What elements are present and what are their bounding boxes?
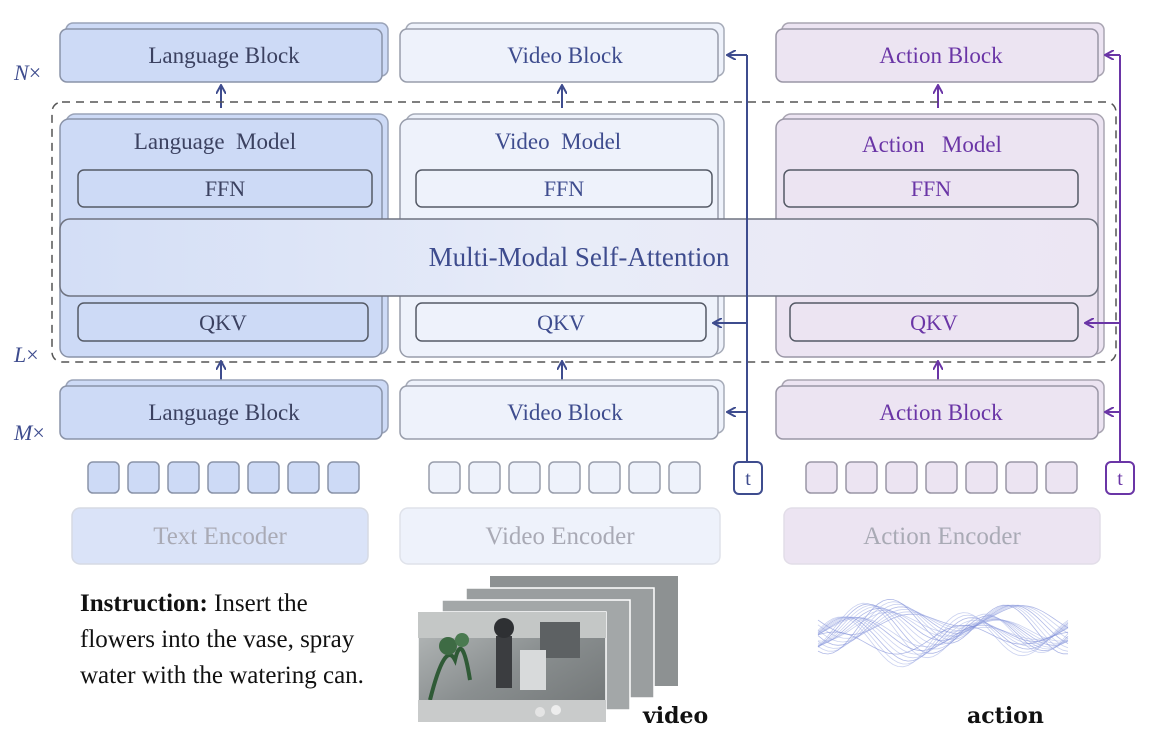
instruction-text: Instruction: Insert the flowers into the… [80,586,380,694]
top-video-block-label: Video Block [507,43,623,68]
video-tokens [428,461,701,494]
action-wave-line [817,607,1069,646]
video-token [668,461,701,494]
action-wave-line [817,616,1069,659]
instruction-body: Insert the flowers into the vase, spray … [80,590,364,689]
action-wave-line [817,616,1069,662]
language-tokens [87,461,360,494]
language-token [167,461,200,494]
language-qkv-label: QKV [199,310,247,335]
video-token [468,461,501,494]
bottom-video-block: Video Block [399,379,725,440]
video-qkv-box [415,302,707,342]
video-timestep-label: t [745,468,751,490]
action-wave-line [817,616,1069,651]
video-model-title: Video Model [495,129,621,154]
video-token [508,461,541,494]
action-token [1045,461,1078,494]
action-wave-line [817,603,1069,654]
video-ffn-label: FFN [544,176,584,201]
action-token [925,461,958,494]
action-token [805,461,838,494]
language-token [287,461,320,494]
language-token [87,461,120,494]
language-token [327,461,360,494]
top-action-block: Action Block [775,22,1105,83]
layer-repeat-boundary [51,101,1117,363]
text-encoder-label: Text Encoder [153,523,287,550]
language-model-title: Language Model [134,129,296,154]
bottom-language-block-label: Language Block [148,400,300,425]
action-token [845,461,878,494]
video-token [428,461,461,494]
language-ffn-label: FFN [205,176,245,201]
action-wave-line [817,604,1069,650]
attention-label: Multi-Modal Self-Attention [429,242,730,272]
video-qkv-label: QKV [537,310,585,335]
video-encoder: Video Encoder [399,507,721,565]
action-wave-line [817,601,1069,652]
action-encoder: Action Encoder [783,507,1101,565]
language-ffn-box [77,169,373,208]
action-waves-icon [817,598,1069,668]
video-timestep-path: t [714,55,763,495]
top-video-block: Video Block [399,22,725,83]
action-tokens [805,461,1078,494]
action-token [1005,461,1038,494]
language-qkv-box [77,302,369,342]
action-timestep-path: t [1086,55,1135,495]
action-wave-line [817,624,1069,655]
video-caption: video [642,703,708,729]
multi-modal-self-attention: Multi-Modal Self-Attention [59,218,1099,297]
video-token [588,461,621,494]
video-ffn-box [415,169,713,208]
l-multiplier: L× [13,342,39,367]
top-language-block-label: Language Block [148,43,300,68]
action-wave-line [817,603,1069,649]
text-encoder: Text Encoder [71,507,369,565]
language-token [127,461,160,494]
bottom-language-block: Language Block [59,379,389,440]
action-token [965,461,998,494]
video-encoder-label: Video Encoder [485,523,635,550]
action-ffn-label: FFN [911,176,951,201]
action-caption: action [967,703,1044,729]
top-action-block-label: Action Block [879,43,1003,68]
action-token [885,461,918,494]
action-wave-line [817,616,1069,655]
bottom-action-block-label: Action Block [879,400,1003,425]
video-frames-icon [417,576,678,723]
action-timestep-label: t [1117,468,1123,490]
video-token [548,461,581,494]
action-timestep-box [1105,461,1135,495]
action-qkv-box [789,302,1079,342]
action-ffn-box [783,169,1079,208]
m-multiplier: M× [13,420,45,445]
bottom-action-block: Action Block [775,379,1105,440]
action-wave-line [817,612,1069,668]
n-multiplier: N× [13,60,41,85]
action-model-title: Action Model [862,132,1002,157]
language-token [207,461,240,494]
top-language-block: Language Block [59,22,389,83]
action-wave-line [817,606,1069,648]
instruction-label: Instruction: [80,590,208,617]
bottom-video-block-label: Video Block [507,400,623,425]
language-token [247,461,280,494]
video-token [628,461,661,494]
action-wave-line [817,604,1069,646]
action-qkv-label: QKV [910,310,958,335]
video-timestep-box [733,461,763,495]
action-encoder-label: Action Encoder [863,523,1021,550]
